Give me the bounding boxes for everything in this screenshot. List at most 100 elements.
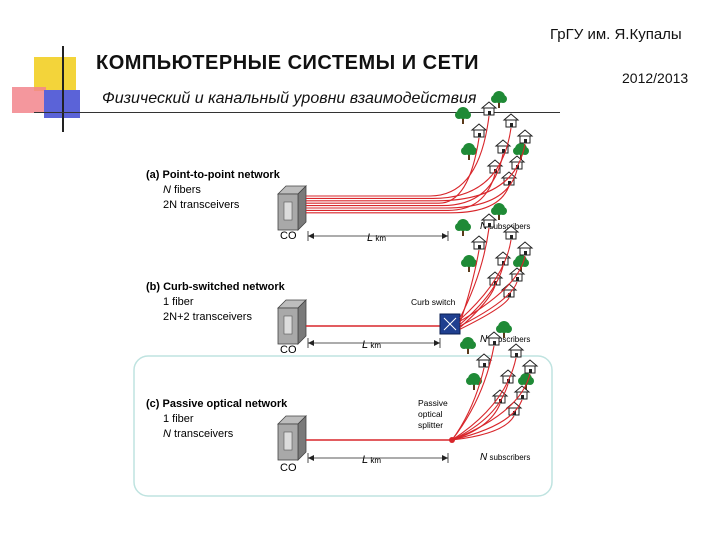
panel-a-house-0 — [480, 101, 498, 116]
panel-b-title: (b) Curb-switched network — [146, 281, 286, 293]
tree-crown-left — [455, 111, 463, 119]
fiber-line — [306, 115, 490, 197]
fiber-line — [306, 185, 510, 214]
house-roof — [470, 235, 488, 243]
cabinet-door — [283, 201, 293, 221]
fiber-line — [459, 297, 510, 330]
tree-crown-right — [468, 341, 476, 349]
co-cabinet-b — [277, 299, 307, 345]
panel-b-tree-1 — [491, 203, 507, 220]
panel-b-line2: 2N+2 transceivers — [163, 311, 252, 323]
subscribers-label-c: N subscribers — [480, 452, 530, 463]
panel-b-house-0 — [480, 213, 498, 228]
fiber-line — [459, 239, 512, 321]
co-label-a: CO — [280, 230, 297, 242]
panel-b-house-1 — [502, 225, 520, 240]
curb-switch-label: Curb switch — [411, 297, 456, 307]
tree-crown-right — [499, 95, 507, 103]
fiber-line — [459, 265, 504, 325]
co-cabinet-a — [277, 185, 307, 231]
tree-crown-left — [518, 377, 526, 385]
fiber-bundle-c — [451, 345, 531, 441]
distance-arrow-a — [307, 231, 449, 241]
tree-trunk — [498, 212, 500, 220]
splitter-label-1: Passive — [418, 398, 448, 408]
deco-yellow-square — [34, 57, 76, 91]
house-door — [488, 111, 491, 115]
panel-a-house-2 — [516, 129, 534, 144]
arrow-head-left — [308, 340, 314, 346]
panel-c-house-7 — [505, 401, 523, 416]
tree-trunk — [462, 116, 464, 124]
distance-label-b: L km — [362, 339, 381, 351]
tree-trunk — [473, 382, 475, 390]
fiber-line — [306, 143, 526, 202]
tree-crown-right — [504, 325, 512, 333]
house-door — [515, 353, 518, 357]
panel-c-line2: N transceivers — [163, 428, 234, 440]
fiber-line — [306, 173, 496, 211]
panel-a-tree-2 — [461, 143, 477, 160]
page-subtitle: Физический и канальный уровни взаимодейс… — [102, 90, 477, 107]
panel-b-house-2 — [516, 241, 534, 256]
deco-vertical-line — [62, 46, 64, 132]
panel-a-house-6 — [486, 159, 504, 174]
fiber-line — [451, 415, 515, 441]
house-door — [529, 369, 532, 373]
tree-crown-right — [463, 111, 471, 119]
distance-label-c: L km — [362, 454, 381, 466]
house-door — [516, 165, 519, 169]
tree-trunk — [467, 346, 469, 354]
panel-b-house-3 — [470, 235, 488, 250]
house-door — [502, 149, 505, 153]
panel-b-subscriber-cluster — [455, 203, 534, 298]
panel-a-subscriber-cluster — [455, 91, 534, 186]
co-cabinet-c — [277, 415, 307, 461]
cabinet-side — [297, 299, 307, 345]
panel-a-house-4 — [494, 139, 512, 154]
house-door — [478, 245, 481, 249]
panel-c-house-2 — [521, 359, 539, 374]
panel-a-line1: N fibers — [163, 184, 201, 196]
fiber-bundle-b — [459, 227, 526, 330]
house-roof — [470, 123, 488, 131]
highlight-box — [133, 355, 553, 497]
panel-b-line1: 1 fiber — [163, 296, 194, 308]
house-door — [483, 363, 486, 367]
house-door — [521, 395, 524, 399]
fiber-line — [451, 373, 531, 441]
house-roof — [480, 213, 498, 221]
house-door — [493, 341, 496, 345]
title-underline — [34, 112, 560, 113]
tree-trunk — [462, 228, 464, 236]
house-door — [524, 251, 527, 255]
cabinet-side — [297, 415, 307, 461]
house-roof — [516, 129, 534, 137]
cabinet-door — [283, 315, 293, 335]
tree-crown-right — [521, 259, 529, 267]
tree-trunk — [498, 100, 500, 108]
distance-label-a: L km — [367, 232, 386, 244]
distance-arrow-b — [307, 338, 441, 348]
fiber-bundle-a — [306, 115, 526, 214]
panel-a-tree-0 — [455, 107, 471, 124]
house-roof — [521, 359, 539, 367]
co-label-b: CO — [280, 344, 297, 356]
splitter-label-3: splitter — [418, 420, 443, 430]
subscribers-label-b: N subscribers — [480, 334, 530, 345]
cabinet-side — [297, 185, 307, 231]
panel-c-house-0 — [485, 331, 503, 346]
panel-a-line2: 2N transceivers — [163, 199, 240, 211]
panel-c-title: (c) Passive optical network — [146, 398, 288, 410]
arrow-head-left — [308, 233, 314, 239]
tree-crown-left — [461, 259, 469, 267]
house-door — [510, 235, 513, 239]
year-label: 2012/2013 — [622, 70, 689, 86]
house-door — [508, 293, 511, 297]
panel-c-tree-0 — [460, 337, 476, 354]
house-roof — [516, 241, 534, 249]
tree-trunk — [468, 264, 470, 272]
page-title: КОМПЬЮТЕРНЫЕ СИСТЕМЫ И СЕТИ — [96, 52, 480, 74]
tree-trunk — [468, 152, 470, 160]
panel-a-tree-1 — [491, 91, 507, 108]
